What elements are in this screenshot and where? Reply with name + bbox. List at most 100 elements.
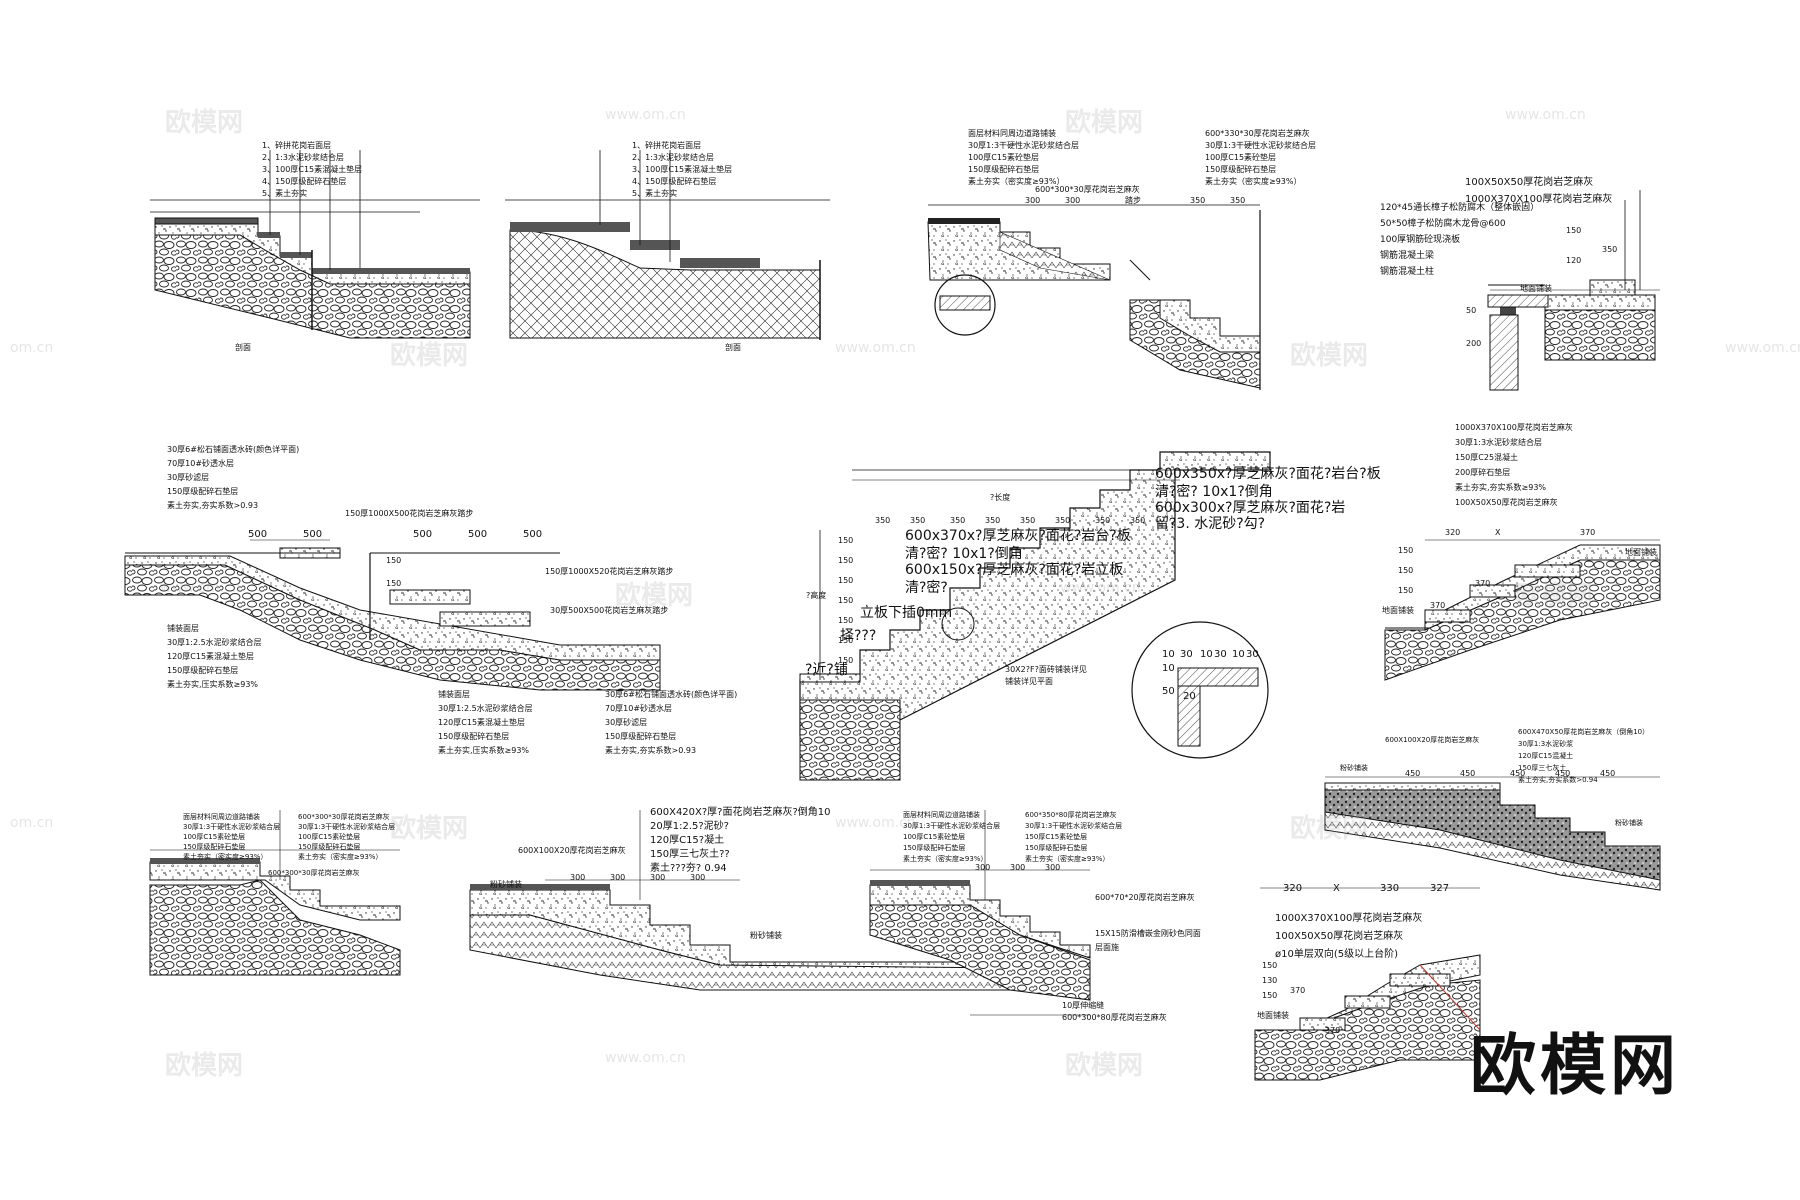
panel-i-bottom-note: 600*300*80厚花岗岩芝麻灰 [1062,1013,1167,1022]
panel-e-note: 600x150x?厚芝麻灰?面花?岩立板 [905,562,1124,578]
panel-i-right-note: 150厚级配碎石垫层 [1025,844,1088,852]
panel-d-bottom-note: 30厚6#松石铺面透水砖(颜色详平面) [605,690,738,699]
panel-b-left-notes: 面层材料同周边道路铺装 30厚1:3干硬性水泥砂浆结合层 100厚C15素砼垫层… [968,128,1079,188]
panel-a2-section [505,150,830,340]
watermark-brand: 欧模网 [165,1051,244,1081]
panel-d-left-note: 30厚1:2.5水泥砂浆结合层 [167,638,262,647]
panel-d-bottom-mid-notes: 铺装面层 30厚1:2.5水泥砂浆结合层 120厚C15素混凝土垫层 150厚级… [438,688,533,758]
panel-b-dim: 350 [1190,196,1206,205]
panel-i-right-note-4: 层面施 [1095,943,1119,952]
panel-k-note: ø10单层双向(5级以上台阶) [1275,949,1399,960]
panel-f-dim: 320 [1445,528,1461,537]
panel-d-dim: 500 [248,529,268,540]
watermark-brand: 欧模网 [165,108,244,138]
panel-e-note: 清?密? [905,580,948,596]
panel-b-top-note: 600*300*30厚花岗岩芝麻灰 [1035,185,1140,194]
panel-h-dim: 300 [650,873,666,882]
panel-f-dim: 370 [1580,528,1596,537]
panel-c-side-note: 100厚钢筋砼现浇板 [1380,235,1461,245]
panel-d-bottom-note: 素土夯实,夯实系数>0.93 [605,746,697,755]
panel-k-side-dim: 150 [1262,991,1278,1000]
panel-i-dim: 300 [1045,863,1061,872]
panel-i-right-note: 30厚1:3干硬性水泥砂浆结合层 [1025,822,1123,830]
panel-g-bottom-note: 600*300*30厚花岗岩芝麻灰 [268,869,360,877]
panel-i-right-note: 150厚C15素砼垫层 [1025,833,1088,841]
panel-f-inner-dim: 370 [1475,579,1491,588]
panel-k-note: 1000X370X100厚花岗岩芝麻灰 [1275,913,1423,924]
panel-g-right-notes: 600*300*30厚花岗岩芝麻灰 30厚1:3干硬性水泥砂浆结合层 100厚C… [298,812,395,862]
panel-f-note: 素土夯实,夯实系数≥93% [1455,483,1547,492]
panel-j-dim: 450 [1555,769,1571,778]
panel-j-top-note: 150厚三七灰土 [1518,764,1567,772]
panel-d-side-dim: 150 [386,579,402,588]
panel-e-riser-dim: 150 [838,596,854,605]
panel-k-side-dim: 130 [1262,976,1278,985]
panel-c-side-note: 50*50樟子松防腐木龙骨@600 [1380,219,1506,229]
panel-d-top-note: 70厚10#砂透水层 [167,459,235,468]
panel-d-bottom-note: 120厚C15素混凝土垫层 [438,718,526,727]
watermark-brand: 欧模网 [615,581,694,611]
panel-k-dim: X [1333,883,1340,894]
panel-b-right-note: 150厚级配碎石垫层 [1205,165,1277,174]
panel-e-dim: 350 [985,516,1001,525]
panel-d-left-note: 铺装面层 [167,624,199,633]
panel-d-bottom-note: 素土夯实,压实系数≥93% [438,746,530,755]
panel-d-left-note: 150厚级配碎石垫层 [167,666,239,675]
panel-i-right-note: 600*350*80厚花岗岩芝麻灰 [1025,811,1117,819]
panel-j-top-note: 120厚C15混凝土 [1518,752,1574,760]
panel-j-section [1324,776,1661,891]
panel-b-right-note: 600*330*30厚花岗岩芝麻灰 [1205,129,1310,138]
panel-d-bottom-note: 150厚级配碎石垫层 [605,732,677,741]
panel-i-left-note: 30厚1:3干硬性水泥砂浆结合层 [903,822,1001,830]
panel-i-left-note: 面层材料同周边道路铺装 [903,811,980,819]
panel-e-detail-dim: 30 [1180,649,1193,660]
panel-f-note: 200厚碎石垫层 [1455,468,1511,477]
panel-e-detail-side: 20 [1183,691,1196,702]
panel-c-section [1487,190,1660,391]
panel-f-left: 地面铺装 [1382,606,1414,615]
panel-g-left-notes: 面层材料同周边道路铺装 30厚1:3干硬性水泥砂浆结合层 100厚C15素砼垫层… [183,812,280,862]
panel-e-riser-dim: 150 [838,576,854,585]
watermark-brand: 欧模网 [1515,581,1594,611]
panel-e-note: 600x300x?厚芝麻灰?面花?岩 [1155,500,1346,516]
panel-k-inner-dim: 370 [1290,986,1306,995]
panel-g-right-note: 100厚C15素砼垫层 [298,833,361,841]
panel-c-side-note: 120*45通长樟子松防腐木（整体嵌固） [1380,203,1540,213]
panel-j-dim: 450 [1600,769,1616,778]
panel-e-total-label: ?长度 [990,493,1011,502]
panel-c-dim: 150 [1566,226,1582,235]
panel-f-note: 100X50X50厚花岗岩芝麻灰 [1455,498,1558,507]
panel-h-dim: 300 [610,873,626,882]
panel-g-left-note: 30厚1:3干硬性水泥砂浆结合层 [183,823,281,831]
panel-e-detail-dim: 10 [1232,649,1245,660]
panel-c-bottom-note: 地面铺装 [1520,284,1552,293]
panel-e-note: 立板下插0mm [860,605,953,621]
panel-d-top-note: 30厚砂滤层 [167,473,210,482]
panel-d-dim: 500 [413,529,433,540]
brand-logo: 欧模网 [1470,1027,1680,1104]
panel-g-left-note: 100厚C15素砼垫层 [183,833,246,841]
panel-d-slab-note: 150厚1000X500花岗岩芝麻灰踏步 [345,509,474,518]
panel-e-small-note: 30X2?F?面砖铺装详见 [1005,665,1087,674]
panel-e-dim: 350 [875,516,891,525]
panel-j-dim: 450 [1460,769,1476,778]
panel-e-riser-dim: 150 [838,556,854,565]
panel-e-detail-dim: 10 [1200,649,1213,660]
panel-k-side-dim: 150 [1262,961,1278,970]
panel-h-top-note: 20厚1:2.5?泥砂? [650,821,729,832]
panel-e-detail-side: 50 [1162,686,1175,697]
panel-j-top-notes: 600X470X50厚花岗岩芝麻灰（倒角10） 30厚1:3水泥砂浆 120厚C… [1518,726,1649,786]
panel-b-right-note: 素土夯实（密实度≥93%） [1205,177,1302,186]
panel-e-detail-dim: 30 [1246,649,1259,660]
panel-e-riser-dim: 150 [838,636,854,645]
panel-d-top-notes: 30厚6#松石铺面透水砖(颜色详平面) 70厚10#砂透水层 30厚砂滤层 15… [167,443,299,513]
panel-k-dim: 330 [1380,883,1400,894]
panel-g-left-note: 面层材料同周边道路铺装 [183,813,260,821]
panel-g-section [149,810,401,976]
panel-d-bottom-note: 150厚级配碎石垫层 [438,732,510,741]
panel-k-section [1254,887,1481,1081]
panel-a2-layer: 3、100厚C15素混凝土垫层 [632,165,733,174]
panel-e-note: 600x350x?厚芝麻灰?面花?岩台?板 [1155,466,1381,482]
watermark-url: www.om.cn [605,1050,686,1066]
